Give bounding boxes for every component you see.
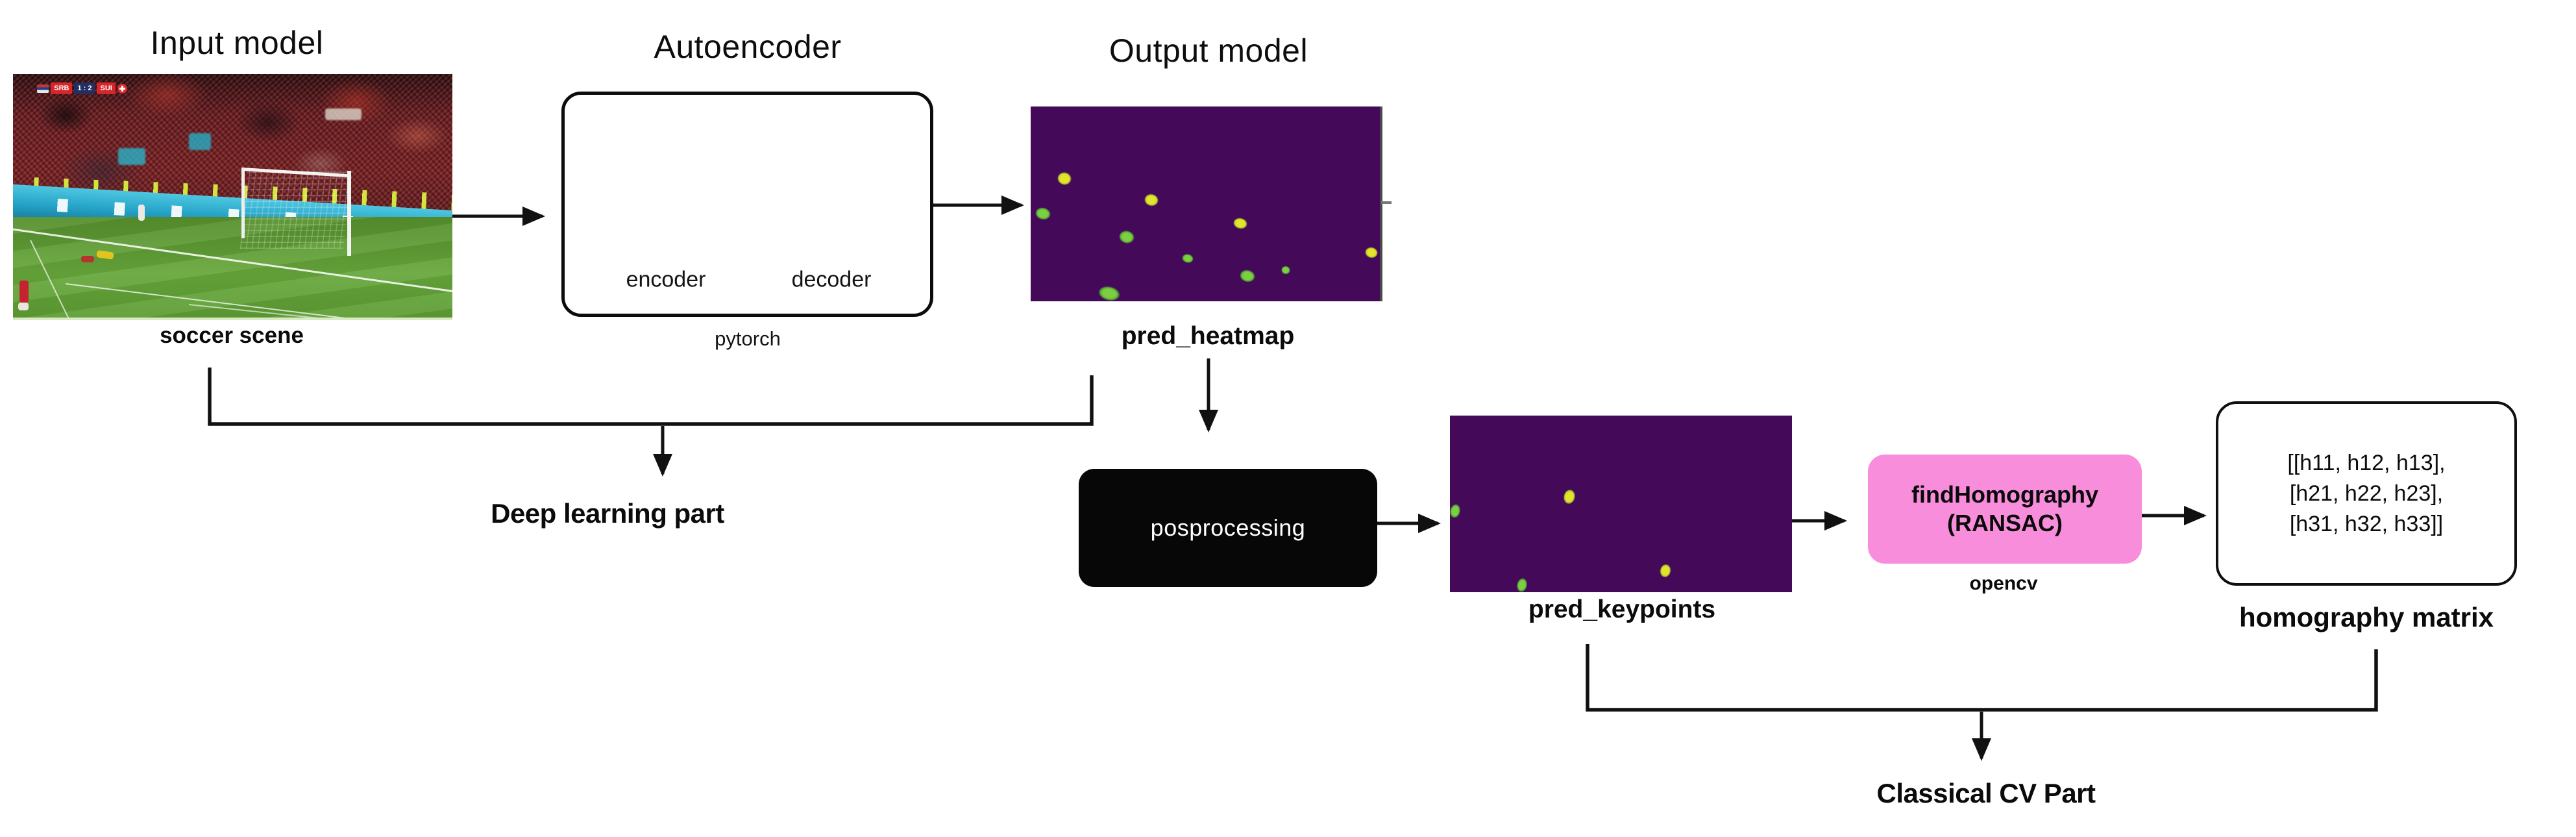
scoreboard-away: SUI: [97, 82, 116, 95]
label-posprocessing: posprocessing: [1150, 514, 1306, 541]
player-fallen-red: [80, 256, 94, 263]
pred-keypoints-image: [1450, 416, 1792, 592]
classical-cv-bracket: [1586, 644, 2378, 712]
title-autoencoder: Autoencoder: [654, 29, 842, 65]
matrix-row-3: [h31, h32, h33]]: [2289, 511, 2444, 536]
autoencoder-box: [561, 92, 933, 317]
posprocessing-box: posprocessing: [1079, 469, 1377, 587]
title-output-model: Output model: [1109, 32, 1308, 69]
pitch-box-front-line: [66, 282, 406, 320]
heatmap-blob: [1142, 192, 1160, 208]
goal: [239, 168, 353, 256]
keypoint-blob: [1450, 503, 1462, 519]
matrix-row-1: [[h11, h12, h13],: [2287, 450, 2446, 475]
goal-right-post: [347, 171, 352, 256]
player-white: [138, 204, 145, 221]
label-findhomography: findHomography: [1911, 481, 2098, 508]
label-opencv: opencv: [1969, 573, 2038, 594]
heatmap-blob: [1232, 216, 1249, 231]
keypoint-blob: [1562, 488, 1577, 506]
crowd-flag: [118, 147, 146, 165]
scoreboard-home: SRB: [51, 82, 73, 95]
scoreboard: SRB 1 : 2 SUI: [37, 82, 127, 95]
heatmap-blob: [1363, 245, 1379, 260]
heatmap-blob: [1055, 170, 1073, 187]
homography-matrix-box: [[h11, h12, h13], [h21, h22, h23], [h31,…: [2216, 401, 2517, 586]
matrix-row-2: [h21, h22, h23],: [2289, 481, 2444, 506]
heatmap-blob: [1238, 268, 1257, 284]
title-input-model: Input model: [150, 25, 324, 61]
scoreboard-score: 1 : 2: [74, 82, 95, 95]
soccer-scene-image: SRB 1 : 2 SUI: [13, 74, 452, 320]
goal-net: [239, 171, 353, 249]
keypoint-blob: [1658, 563, 1673, 579]
deep-learning-bracket: [208, 368, 1094, 426]
switzerland-flag-icon: [117, 83, 127, 94]
pitch: [13, 216, 452, 320]
goal-left-post: [241, 168, 245, 239]
label-soccer-scene: soccer scene: [160, 323, 304, 348]
crowd-flag: [188, 132, 211, 150]
crowd-banner: [325, 108, 362, 121]
pitch-bottom-strip: [13, 317, 452, 320]
findhomography-box: findHomography (RANSAC): [1868, 455, 2142, 564]
label-deep-learning-part: Deep learning part: [491, 498, 724, 529]
player-red-socks: [18, 303, 29, 311]
serbia-flag-icon: [37, 84, 49, 93]
label-decoder: decoder: [791, 267, 872, 292]
heatmap-edge-tick: [1381, 201, 1392, 204]
label-classical-cv-part: Classical CV Part: [1876, 778, 2096, 808]
heatmap-blob: [1097, 284, 1122, 301]
heatmap-blob: [1034, 206, 1052, 221]
label-pred-keypoints: pred_keypoints: [1528, 595, 1716, 623]
heatmap-blob: [1118, 229, 1136, 245]
label-ransac: (RANSAC): [1947, 510, 2063, 536]
keypoint-blob: [1515, 577, 1528, 592]
heatmap-blob: [1280, 265, 1291, 275]
label-encoder: encoder: [626, 267, 706, 292]
pred-heatmap-image: [1031, 106, 1382, 301]
label-homography-matrix: homography matrix: [2239, 602, 2494, 632]
pitch-box-side-line: [30, 240, 97, 320]
label-pred-heatmap: pred_heatmap: [1121, 322, 1295, 350]
player-red: [19, 281, 29, 303]
heatmap-blob: [1181, 253, 1195, 264]
label-pytorch: pytorch: [715, 327, 781, 350]
